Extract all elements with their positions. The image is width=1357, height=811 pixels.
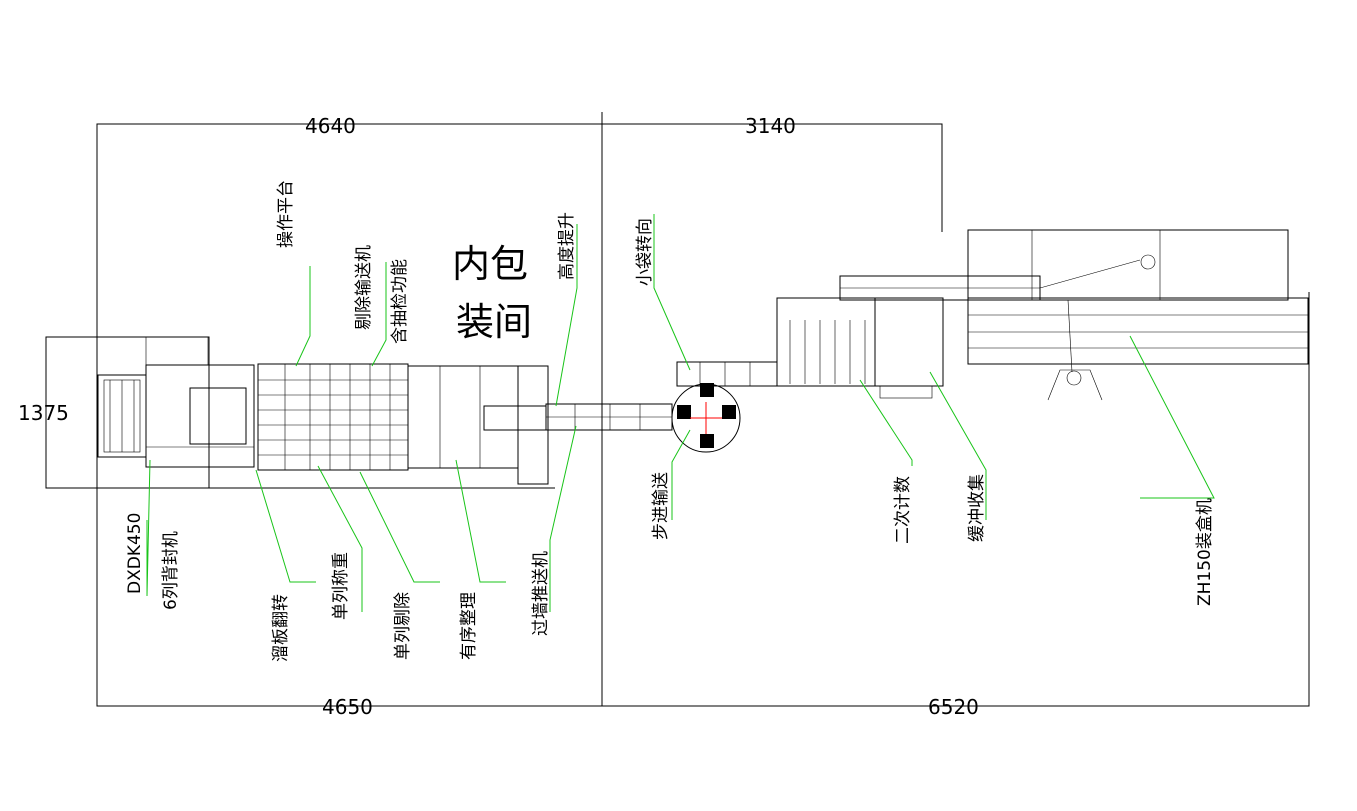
leader-reject-conveyor <box>371 262 387 367</box>
wall-push-conveyor-machine <box>545 403 673 431</box>
turntable-pocket <box>700 434 714 448</box>
leader-step-conveyor <box>671 429 691 520</box>
label-reject-conveyor: 剔除输送机 <box>354 245 374 330</box>
leader-single-weigh <box>317 465 363 612</box>
turntable-pocket <box>722 405 736 419</box>
right-room-wall <box>602 292 1310 707</box>
sealer-hopper <box>189 387 247 445</box>
lift-frame <box>517 365 549 485</box>
label-small-bag-turn: 小袋转向 <box>635 218 655 286</box>
leader-operation-platform <box>295 266 311 367</box>
leader-slide-flip <box>255 469 316 583</box>
ordered-arrange-table <box>407 365 519 469</box>
leader-wall-push <box>549 425 577 612</box>
leader-cartoner <box>1129 335 1215 499</box>
cartoner-post-foot <box>1066 370 1082 386</box>
turntable-pocket <box>700 383 714 397</box>
buffer-base <box>879 385 933 399</box>
counting-frame <box>776 297 876 387</box>
cartoner-post <box>1067 299 1073 373</box>
counting-buffer-unit <box>776 297 944 399</box>
sealer-machine <box>97 336 255 468</box>
label-single-weigh: 单列称重 <box>331 552 351 620</box>
label-slide-flip: 溜板翻转 <box>271 594 291 662</box>
cartoner-stand <box>1047 369 1103 401</box>
label-zh150-cartoner: ZH150装盒机 <box>1195 498 1215 606</box>
leader-height-lift <box>555 224 578 407</box>
leader-secondary-count <box>859 379 913 466</box>
dim-top-right: 3140 <box>745 114 796 138</box>
cartoner-arm <box>1039 259 1141 289</box>
leader-ordered-arrange <box>455 459 506 583</box>
label-ordered-arrange: 有序整理 <box>459 592 479 660</box>
cartoner-machine <box>839 229 1309 401</box>
label-height-lift: 高度提升 <box>557 212 577 280</box>
label-step-conveyor: 步进输送 <box>651 472 671 540</box>
sealer-top-cabinet <box>145 336 209 366</box>
leader-sealer <box>146 459 151 597</box>
leader-single-reject <box>359 471 440 583</box>
room-boundaries <box>45 112 1310 707</box>
room-label-line1: 内包 <box>452 242 528 286</box>
label-wall-push-conveyor: 过墙推送机 <box>531 551 551 636</box>
cartoner-top-cabinet <box>967 229 1289 301</box>
dim-top-left: 4640 <box>305 114 356 138</box>
lift-pusher <box>483 405 547 431</box>
bag-turn-body <box>676 361 778 387</box>
label-single-reject: 单列剔除 <box>393 592 413 660</box>
sealer-footprint <box>45 336 210 489</box>
middle-room-top-wall <box>602 123 943 232</box>
label-dxdk450: DXDK450 <box>125 513 145 594</box>
room-label-line2: 装间 <box>456 300 532 344</box>
label-secondary-count: 二次计数 <box>893 476 913 544</box>
label-buffer-collect: 缓冲收集 <box>967 474 987 542</box>
small-bag-turn-conveyor <box>676 361 778 387</box>
leader-lines <box>146 214 1215 612</box>
dim-side-width: 1375 <box>18 401 69 425</box>
turntable-pocket <box>677 405 691 419</box>
step-turntable <box>671 383 741 453</box>
label-six-column-sealer: 6列背封机 <box>161 531 181 610</box>
leader-small-bag-turn <box>653 214 691 371</box>
label-includes-sampling: 含抽检功能 <box>390 259 410 344</box>
dim-bottom-right: 6520 <box>928 695 979 719</box>
dim-bottom-left: 4650 <box>322 695 373 719</box>
leader-buffer-collect <box>929 371 987 520</box>
cartoner-main-body <box>967 297 1309 365</box>
weigh-reject-line <box>257 363 549 485</box>
sealer-body <box>145 364 255 468</box>
label-operation-platform: 操作平台 <box>276 180 296 248</box>
cartoner-arm-pivot <box>1140 254 1156 270</box>
buffer-box <box>874 297 944 387</box>
